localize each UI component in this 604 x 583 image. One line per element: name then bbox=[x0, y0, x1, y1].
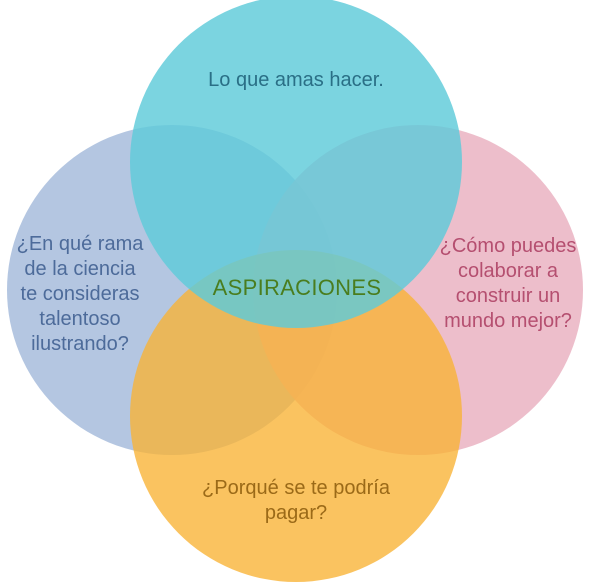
circle-label-line: talentoso bbox=[39, 308, 120, 330]
circle-label-line: ¿Cómo puedes bbox=[440, 235, 577, 257]
labels-layer: ¿En qué rama de la ciencia te consideras ta… bbox=[17, 69, 577, 524]
center-label-aspiraciones: ASPIRACIONES bbox=[213, 275, 382, 300]
circle-label-line: te consideras bbox=[21, 283, 140, 305]
circles-layer bbox=[7, 0, 583, 582]
circle-label-line: ¿En qué rama bbox=[17, 233, 145, 255]
circle-label-bottom: ¿Porqué se te podría pagar? bbox=[202, 477, 391, 524]
circle-label-line: pagar? bbox=[265, 502, 327, 524]
circle-label-line: ¿Porqué se te podría bbox=[202, 477, 391, 499]
circle-label-left: ¿En qué rama de la ciencia te consideras ta… bbox=[17, 233, 145, 355]
circle-label-line: construir un bbox=[456, 285, 561, 307]
circle-label-right: ¿Cómo puedes colaborar a construir un mundo… bbox=[440, 235, 577, 332]
circle-label-line: Lo que amas hacer. bbox=[208, 69, 384, 91]
circle-label-line: ilustrando? bbox=[31, 333, 129, 355]
circle-bottom bbox=[130, 250, 462, 582]
circle-label-top: Lo que amas hacer. bbox=[208, 69, 384, 91]
circle-label-line: de la ciencia bbox=[24, 258, 136, 280]
circle-top bbox=[130, 0, 462, 328]
circle-label-line: mundo mejor? bbox=[444, 310, 572, 332]
circle-label-line: colaborar a bbox=[458, 260, 559, 282]
